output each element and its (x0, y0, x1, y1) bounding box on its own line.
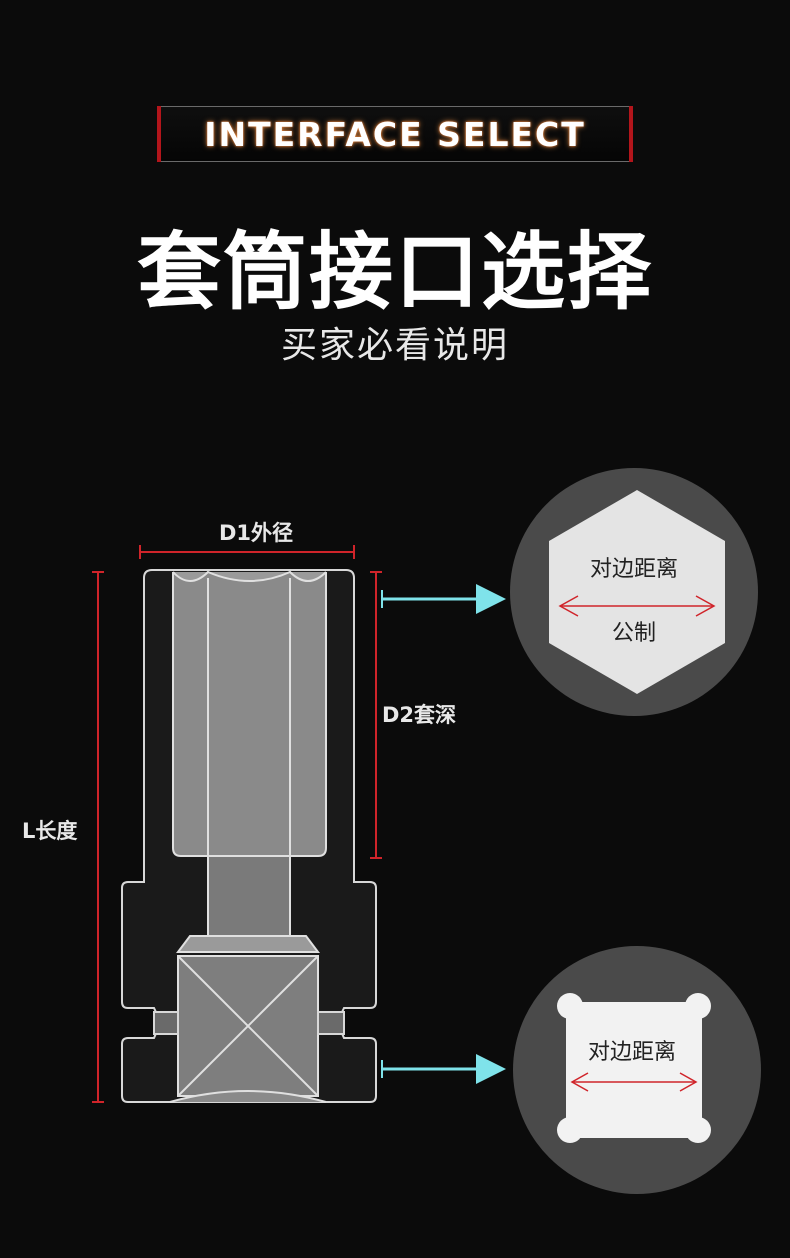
header-banner: INTERFACE SELECT (157, 106, 633, 162)
hex-pointer-arrow (381, 584, 506, 614)
page-subtitle: 买家必看说明 (280, 325, 509, 366)
l-dimension (92, 571, 104, 1103)
square-across-flats-label: 对边距离 (588, 1040, 676, 1065)
d1-label: D1外径 (219, 521, 293, 545)
hex-metric-label: 公制 (612, 621, 656, 646)
l-label: L长度 (22, 819, 77, 843)
d2-label: D2套深 (382, 703, 456, 727)
hex-across-flats-label: 对边距离 (590, 557, 678, 582)
d2-dimension (370, 571, 382, 859)
hex-detail-circle (510, 468, 758, 716)
socket-outline (121, 569, 377, 1103)
d1-dimension (139, 545, 355, 559)
banner-text: INTERFACE SELECT (204, 115, 586, 154)
page-title: 套筒接口选择 (136, 223, 653, 321)
banner-left-accent (157, 106, 161, 162)
banner-right-accent (629, 106, 633, 162)
square-pointer-arrow (381, 1054, 506, 1084)
square-detail-circle (513, 946, 761, 1194)
